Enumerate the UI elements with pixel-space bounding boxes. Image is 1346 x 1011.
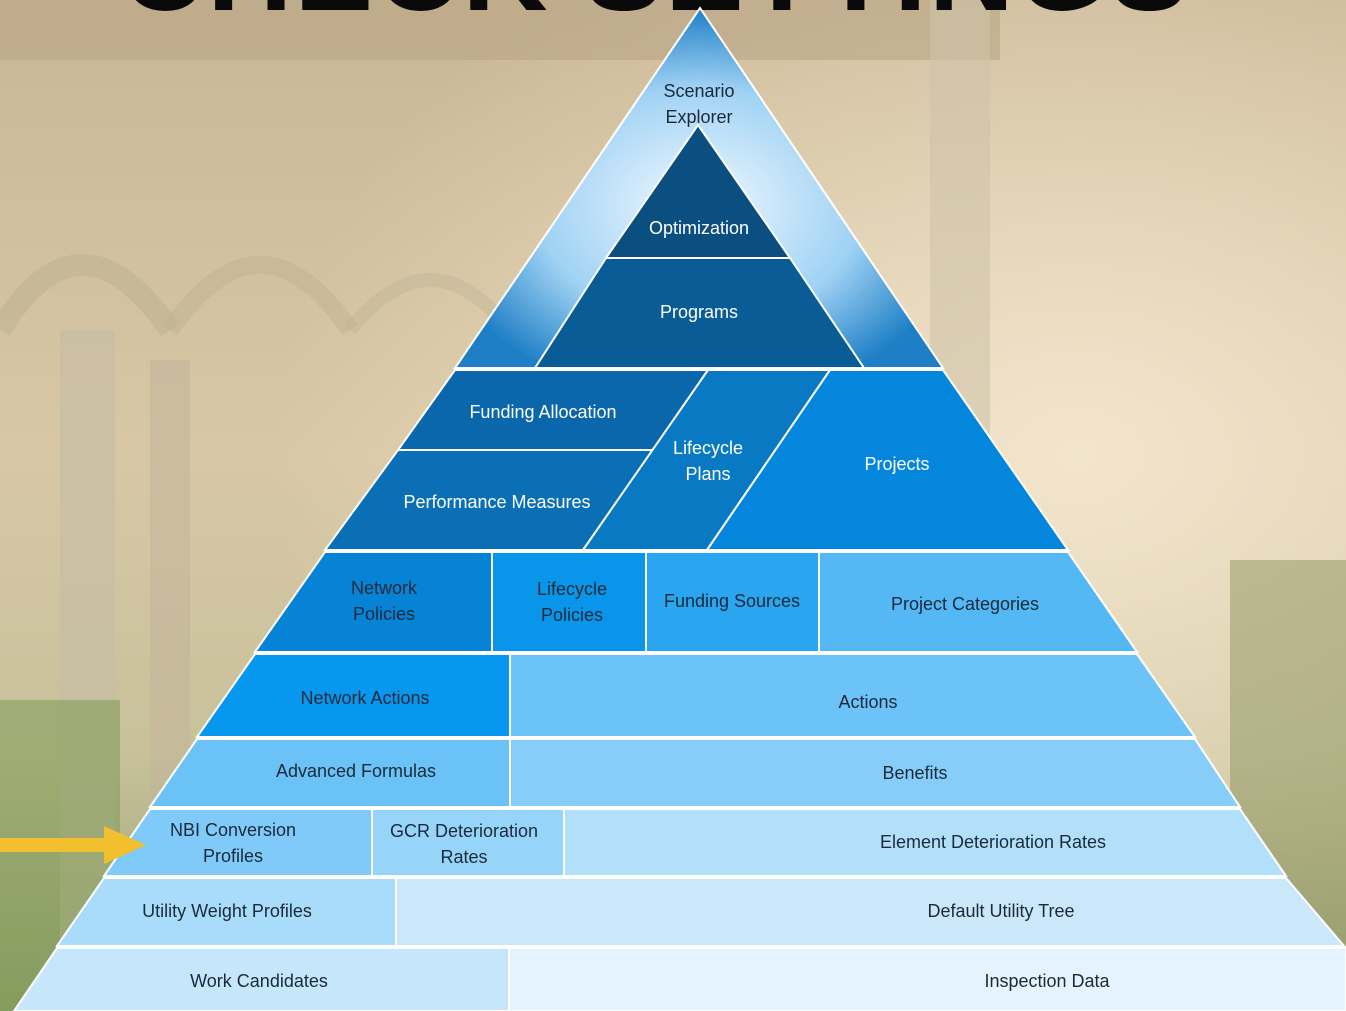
element-deterioration-rates-block[interactable] (563, 808, 1288, 877)
utility-weight-profiles-label: Utility Weight Profiles (142, 901, 312, 921)
nbi-conversion-label-2: Profiles (203, 846, 263, 866)
work-candidates-block[interactable] (12, 947, 510, 1011)
scenario-explorer-label-1: Scenario (663, 81, 734, 101)
highlight-arrow-icon (0, 826, 146, 864)
performance-measures-label: Performance Measures (403, 492, 590, 512)
lifecycle-policies-label-2: Policies (541, 605, 603, 625)
lifecycle-plans-label-2: Plans (685, 464, 730, 484)
advanced-formulas-label: Advanced Formulas (276, 761, 436, 781)
benefits-label: Benefits (882, 763, 947, 783)
actions-block[interactable] (509, 653, 1197, 738)
inspection-data-label: Inspection Data (984, 971, 1110, 991)
network-actions-label: Network Actions (300, 688, 429, 708)
page-title: CHECK SETTINGS (120, 0, 1190, 36)
funding-sources-label: Funding Sources (664, 591, 800, 611)
network-policies-label-2: Policies (353, 604, 415, 624)
optimization-label: Optimization (649, 218, 749, 238)
actions-label: Actions (838, 692, 897, 712)
default-utility-tree-label: Default Utility Tree (927, 901, 1074, 921)
pyramid: Scenario Explorer Optimization Programs … (12, 6, 1346, 1011)
funding-sources-block[interactable] (645, 551, 820, 653)
element-deterioration-label: Element Deterioration Rates (880, 832, 1106, 852)
funding-allocation-label: Funding Allocation (469, 402, 616, 422)
programs-block[interactable] (533, 257, 866, 369)
network-policies-label-1: Network (351, 578, 418, 598)
lifecycle-policies-label-1: Lifecycle (537, 579, 607, 599)
gcr-deterioration-label-2: Rates (440, 847, 487, 867)
benefits-block[interactable] (509, 738, 1242, 808)
lifecycle-plans-label-1: Lifecycle (673, 438, 743, 458)
lifecycle-policies-block[interactable] (491, 551, 647, 653)
projects-block[interactable] (705, 369, 1070, 551)
inspection-data-block[interactable] (508, 947, 1346, 1011)
default-utility-tree-block[interactable] (395, 877, 1346, 947)
gcr-deterioration-label-1: GCR Deterioration (390, 821, 538, 841)
project-categories-block[interactable] (818, 551, 1139, 653)
scenario-explorer-label-2: Explorer (665, 107, 732, 127)
projects-label: Projects (864, 454, 929, 474)
project-categories-label: Project Categories (891, 594, 1039, 614)
work-candidates-label: Work Candidates (190, 971, 328, 991)
nbi-conversion-label-1: NBI Conversion (170, 820, 296, 840)
programs-label: Programs (660, 302, 738, 322)
